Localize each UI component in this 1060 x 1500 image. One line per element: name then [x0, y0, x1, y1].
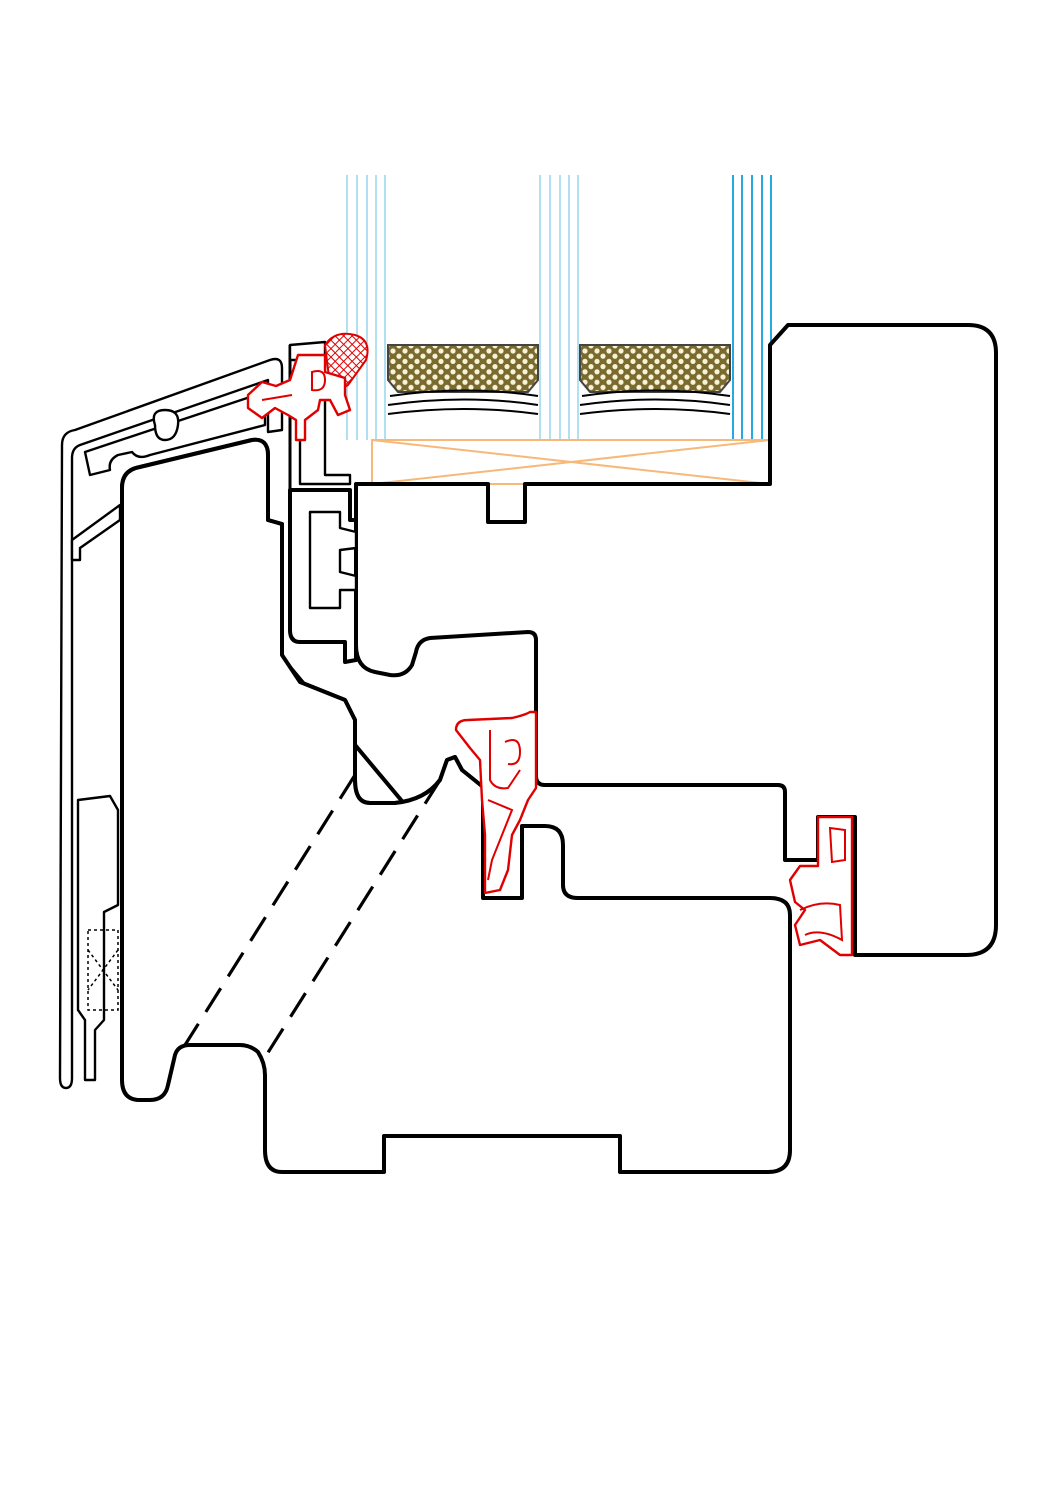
- cladding-clip: [152, 408, 180, 442]
- frame-vertical-member: [120, 437, 284, 526]
- hinge-line-left: [183, 774, 357, 1046]
- glazing-seal-outer: [246, 332, 369, 442]
- rebate-seal-inner: [788, 815, 854, 957]
- sash-profile: [354, 323, 998, 957]
- cladding-lower-detail: [87, 929, 119, 1011]
- center-seal: [454, 710, 538, 895]
- cladding-lower-clip: [76, 794, 120, 1082]
- glass-pane-inner: [732, 175, 772, 440]
- hinge-line-right: [260, 779, 442, 1063]
- setting-block: [371, 439, 771, 485]
- spacer-right: [579, 344, 731, 415]
- frame-timber-main: [120, 437, 792, 1174]
- aluminium-cladding: [58, 357, 284, 1090]
- glass-pane-outer: [346, 175, 386, 440]
- spacer-left: [387, 344, 539, 415]
- glass-pane-middle: [539, 175, 579, 440]
- cladding-brace: [70, 503, 122, 562]
- bead-insert: [308, 510, 358, 610]
